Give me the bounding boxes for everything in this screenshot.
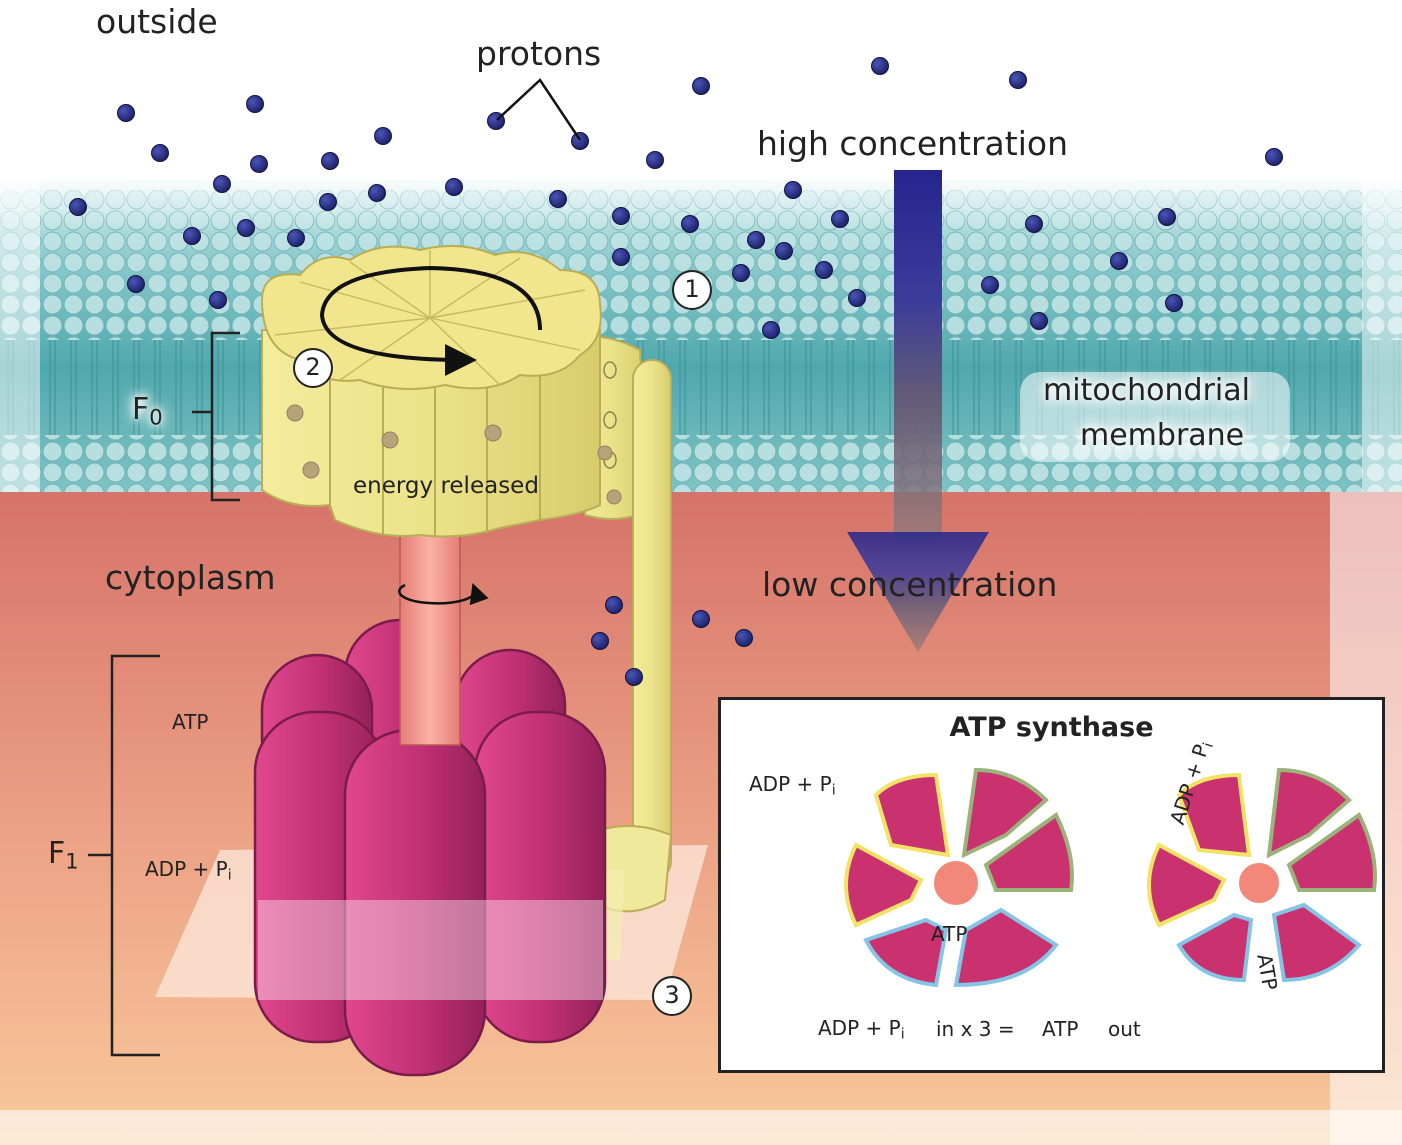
proton	[692, 77, 710, 95]
proton	[250, 155, 268, 173]
proton	[815, 261, 833, 279]
proton	[981, 276, 999, 294]
proton	[183, 227, 201, 245]
inset-rotor-diagrams	[844, 767, 1377, 988]
adp-side-label: ADP + Pi	[145, 857, 232, 884]
proton	[1030, 312, 1048, 330]
proton	[1009, 71, 1027, 89]
membrane-label: membrane	[1080, 418, 1245, 453]
proton	[735, 629, 753, 647]
proton	[1265, 148, 1283, 166]
equation-in: in x 3 =	[936, 1017, 1015, 1041]
atp-side-label: ATP	[172, 710, 209, 734]
proton	[571, 132, 589, 150]
inset-title: ATP synthase	[949, 712, 1154, 743]
proton	[374, 127, 392, 145]
equation-adp: ADP + Pi	[818, 1016, 905, 1043]
proton	[831, 210, 849, 228]
proton	[1158, 208, 1176, 226]
proton	[246, 95, 264, 113]
protons-label: protons	[476, 34, 602, 73]
proton	[1025, 215, 1043, 233]
rotor-left	[844, 767, 1074, 988]
proton	[209, 291, 227, 309]
high-concentration-label: high concentration	[757, 124, 1068, 163]
proton	[445, 178, 463, 196]
proton	[321, 152, 339, 170]
atp-synthase-inset: ATP synthase ADP + Pi ATP ADP + Pi ATP A…	[718, 697, 1385, 1073]
concentration-gradient-arrow	[847, 170, 989, 652]
proton	[762, 321, 780, 339]
proton	[612, 248, 630, 266]
equation-out: out	[1108, 1017, 1141, 1041]
mitochondrial-membrane	[0, 160, 1402, 492]
proton	[591, 632, 609, 650]
mitochondrial-label: mitochondrial	[1043, 373, 1250, 408]
proton	[605, 596, 623, 614]
proton	[127, 275, 145, 293]
proton	[848, 289, 866, 307]
proton	[151, 144, 169, 162]
proton	[368, 184, 386, 202]
inset-atp-left-label: ATP	[931, 922, 968, 946]
proton	[287, 229, 305, 247]
f0-label: F0	[132, 392, 163, 430]
proton	[646, 151, 664, 169]
rotor-right	[1147, 767, 1377, 983]
central-stalk	[398, 519, 489, 746]
energy-released-label: energy released	[353, 473, 539, 499]
outside-label: outside	[96, 2, 218, 41]
proton	[692, 610, 710, 628]
proton	[319, 193, 337, 211]
proton	[612, 207, 630, 225]
f1-bracket	[88, 654, 160, 1057]
step-1-marker: 1	[672, 270, 712, 310]
rotation-arrow	[319, 265, 542, 376]
proton	[1165, 294, 1183, 312]
f1-label: F1	[48, 836, 79, 874]
proton	[784, 181, 802, 199]
protons-pointer	[496, 78, 582, 141]
proton	[69, 198, 87, 216]
proton	[549, 190, 567, 208]
proton	[213, 175, 231, 193]
cytoplasm-label: cytoplasm	[105, 558, 276, 597]
equation-atp: ATP	[1042, 1017, 1079, 1041]
proton	[681, 215, 699, 233]
step-3-marker: 3	[652, 976, 692, 1016]
step-2-marker: 2	[293, 348, 333, 388]
low-concentration-label: low concentration	[762, 565, 1058, 604]
proton	[1110, 252, 1128, 270]
proton	[747, 231, 765, 249]
proton	[117, 104, 135, 122]
proton	[237, 219, 255, 237]
proton	[775, 242, 793, 260]
inset-adp-label: ADP + Pi	[749, 772, 836, 799]
proton-group	[69, 57, 1283, 686]
proton	[625, 668, 643, 686]
f0-bracket	[192, 331, 240, 502]
proton	[871, 57, 889, 75]
proton	[732, 264, 750, 282]
